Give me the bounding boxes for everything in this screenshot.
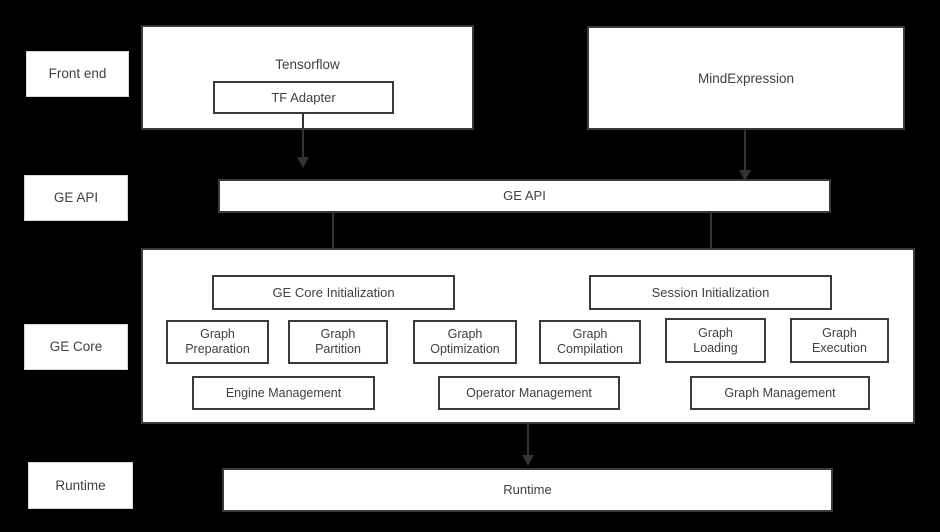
arrow-tf-adapter-to-ge-api-line	[302, 114, 304, 159]
graph-management-label: Graph Management	[724, 385, 836, 400]
arrow-tf-adapter-to-ge-api-head	[297, 157, 309, 168]
arrow-mindexpression-to-ge-api-line	[744, 130, 746, 172]
tier-label-ge-core: GE Core	[24, 324, 128, 370]
runtime-bar: Runtime	[222, 468, 833, 512]
tier-label-ge-core-text: GE Core	[49, 339, 103, 355]
graph-loading-label-line1: Graph	[698, 325, 733, 340]
arrow-ge-core-to-runtime-line	[527, 424, 529, 457]
arrow-ge-api-to-core-init-line	[332, 212, 334, 262]
tier-label-runtime-text: Runtime	[55, 477, 106, 493]
graph-optimization-box: Graph Optimization	[413, 320, 517, 364]
graph-loading-box: Graph Loading	[665, 318, 766, 363]
arrow-mindexpression-to-ge-api-head	[739, 170, 751, 181]
mindexpression-title: MindExpression	[697, 71, 795, 86]
tensorflow-panel: Tensorflow	[141, 25, 474, 130]
operator-management-label: Operator Management	[466, 385, 592, 400]
arrow-ge-core-to-runtime-head	[522, 455, 534, 466]
graph-partition-label-line2: Partition	[315, 342, 361, 356]
ge-core-initialization-label: GE Core Initialization	[272, 284, 395, 300]
tier-label-front-end: Front end	[26, 51, 129, 97]
tier-label-runtime: Runtime	[28, 462, 133, 509]
tier-label-ge-api-text: GE API	[53, 190, 99, 206]
graph-partition-label-line1: Graph	[320, 327, 356, 342]
graph-optimization-label-line2: Optimization	[430, 342, 500, 356]
mindexpression-panel	[587, 26, 905, 130]
graph-execution-box: Graph Execution	[790, 318, 889, 363]
graph-preparation-label-line1: Graph	[200, 327, 235, 342]
tf-adapter-label: TF Adapter	[271, 89, 336, 105]
graph-optimization-label-line1: Graph	[447, 327, 483, 342]
graph-compilation-box: Graph Compilation	[539, 320, 641, 364]
operator-management-box: Operator Management	[438, 376, 620, 410]
runtime-bar-label: Runtime	[503, 482, 552, 498]
graph-compilation-label-line2: Compilation	[556, 342, 623, 356]
tier-label-ge-api: GE API	[24, 175, 128, 221]
session-initialization-box: Session Initialization	[589, 275, 832, 310]
tier-label-front-end-text: Front end	[48, 66, 107, 82]
ge-api-bar: GE API	[218, 179, 831, 213]
graph-loading-label-line2: Loading	[693, 340, 738, 355]
graph-preparation-label-line2: Preparation	[185, 342, 250, 356]
ge-core-initialization-box: GE Core Initialization	[212, 275, 455, 310]
engine-management-box: Engine Management	[192, 376, 375, 410]
graph-execution-label-line2: Execution	[812, 340, 867, 355]
graph-partition-box: Graph Partition	[288, 320, 388, 364]
arrow-ge-api-to-session-init-line	[710, 212, 712, 262]
graph-compilation-label-line1: Graph	[572, 327, 608, 342]
graph-execution-label-line1: Graph	[822, 325, 857, 340]
graph-preparation-box: Graph Preparation	[166, 320, 269, 364]
session-initialization-label: Session Initialization	[651, 284, 770, 300]
tf-adapter-box: TF Adapter	[213, 81, 394, 114]
ge-api-bar-label: GE API	[503, 188, 546, 204]
tensorflow-title: Tensorflow	[275, 57, 340, 72]
engine-management-label: Engine Management	[225, 385, 342, 400]
graph-management-box: Graph Management	[690, 376, 870, 410]
